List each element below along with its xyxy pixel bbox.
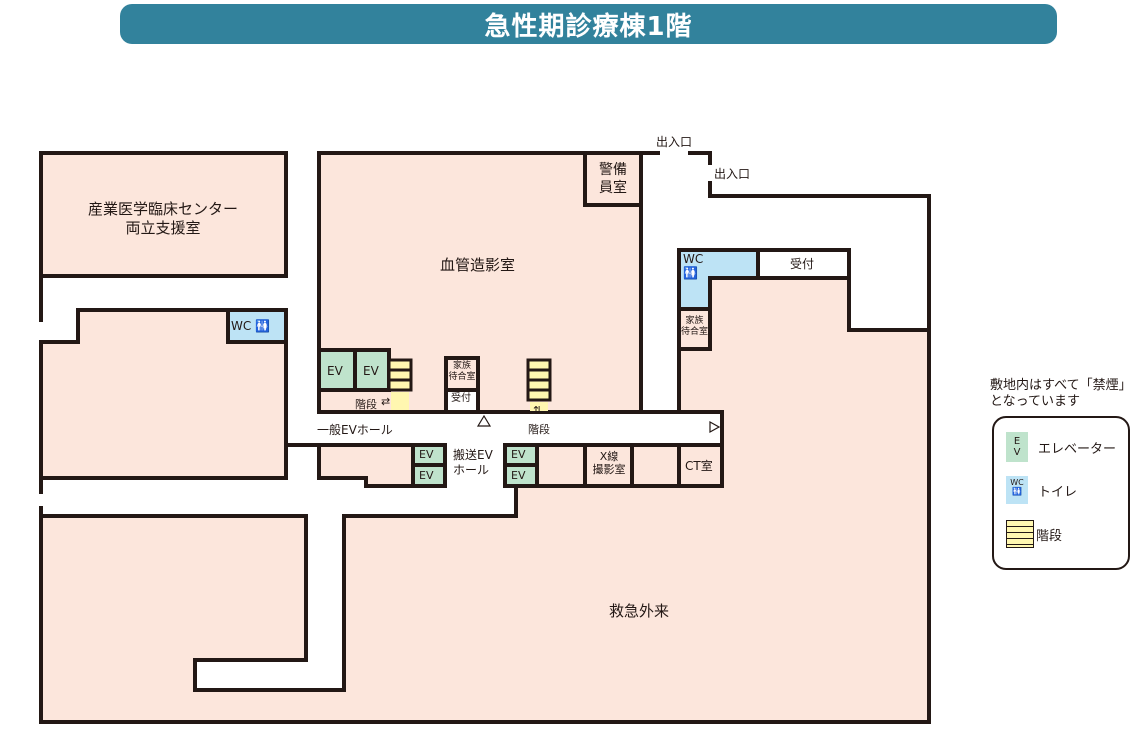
triangle-marker <box>476 414 492 427</box>
stairs-west-arrow-icon: ⇄ <box>381 395 391 408</box>
room-xray <box>583 443 634 488</box>
general-ev-hall-label: 一般EVホール <box>317 423 393 437</box>
elevator-label: EV <box>511 448 526 461</box>
room-occupational-center <box>39 151 288 278</box>
room-label-reception-east: 受付 <box>790 257 815 271</box>
room-label-emergency: 救急外来 <box>609 602 670 620</box>
legend-item-toilet: WC🚻 トイレ <box>1006 476 1077 504</box>
entrance-east-label: 出入口 <box>714 167 751 181</box>
room-label-family-wait-center: 家族待合室 <box>448 361 476 382</box>
room-strip-b <box>630 443 681 488</box>
floor-title-banner: 急性期診療棟1階 <box>120 4 1057 44</box>
room-label-occupational-center: 産業医学臨床センター 両立支援室 <box>87 200 238 237</box>
elevator-label: EV <box>511 469 526 482</box>
stairs-center-arrow-icon: ⇅ <box>533 404 543 417</box>
stairs-west-label: 階段 <box>355 398 377 411</box>
floor-title: 急性期診療棟1階 <box>484 11 693 42</box>
room-security <box>583 151 643 207</box>
no-smoking-note: 敷地内はすべて「禁煙」 となっています <box>990 378 1132 409</box>
room-label-ct: CT室 <box>685 459 713 473</box>
wc-east-label: WC🚻 <box>683 252 704 280</box>
elevator-label: EV <box>419 448 434 461</box>
stairs-icon <box>1006 520 1034 548</box>
room-label-security: 警備員室 <box>599 162 627 196</box>
toilet-icon: WC🚻 <box>1006 476 1028 504</box>
room-label-reception-center: 受付 <box>451 393 471 404</box>
room-ct <box>677 443 724 488</box>
elevator-label: EV <box>419 469 434 482</box>
room-south-strip <box>317 443 415 488</box>
entrance-north-label: 出入口 <box>656 135 693 149</box>
wc-west-label: WC 🚻 <box>231 319 271 333</box>
stairs-center-label: 階段 <box>528 423 550 436</box>
legend-item-stairs: 階段 <box>1006 520 1062 548</box>
toilet-icon: 🚻 <box>683 266 698 280</box>
reception-east-box <box>756 248 851 280</box>
room-strip-a <box>535 443 587 488</box>
triangle-marker-east <box>709 420 721 434</box>
room-label-family-wait-east: 家族待合室 <box>680 316 708 337</box>
elevator-label: EV <box>327 364 343 378</box>
elevator-label: EV <box>363 364 379 378</box>
room-label-xray: X線撮影室 <box>592 450 626 476</box>
wc-east <box>677 248 760 311</box>
toilet-icon: 🚻 <box>251 319 271 333</box>
wc-west <box>226 308 288 344</box>
room-label-angiography: 血管造影室 <box>440 256 516 274</box>
